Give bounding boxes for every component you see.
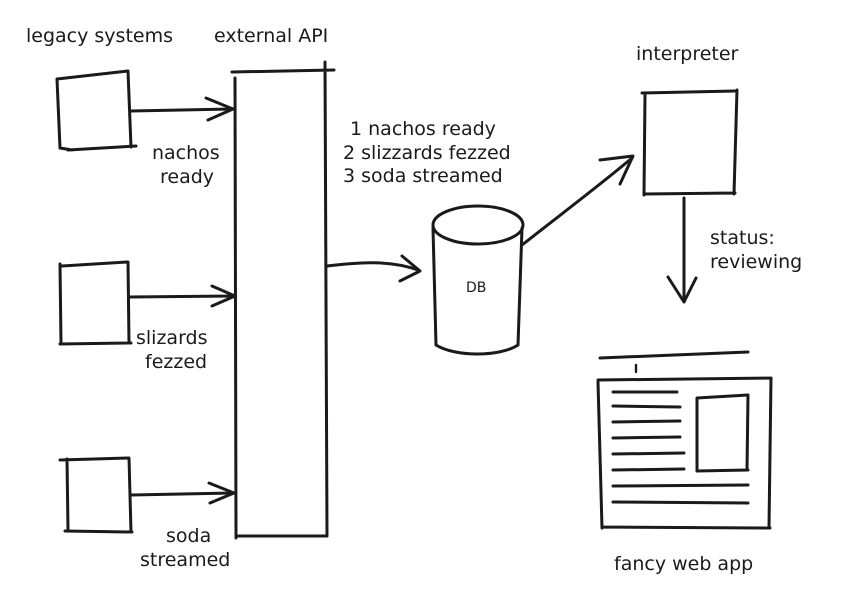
fancy-web-app-label: fancy web app <box>614 553 753 575</box>
queue-item-1: 1 nachos ready <box>350 118 496 140</box>
event-label-soda-1: soda <box>166 525 211 547</box>
event-label-nachos-2: ready <box>160 166 214 188</box>
legacy-systems-label: legacy systems <box>26 25 173 47</box>
external-api-box <box>230 60 336 540</box>
arrow-soda-to-api <box>129 481 236 505</box>
interpreter-label: interpreter <box>636 43 739 65</box>
event-label-slizards-1: slizards <box>136 327 208 349</box>
event-label-slizards-2: fezzed <box>145 351 207 373</box>
queue-item-3: 3 soda streamed <box>343 165 503 187</box>
db-label: DB <box>466 280 486 296</box>
arrow-interpreter-to-app <box>666 196 698 304</box>
legacy-system-box-2 <box>58 260 133 346</box>
legacy-system-box-3 <box>58 456 134 534</box>
arrow-slizards-to-api <box>127 284 237 308</box>
external-api-label: external API <box>214 25 328 47</box>
queue-item-2: 2 slizzards fezzed <box>343 142 511 164</box>
status-label-2: reviewing <box>710 251 802 273</box>
legacy-system-box-1 <box>55 69 138 152</box>
arrow-api-to-db <box>325 254 422 283</box>
interpreter-box <box>640 88 739 197</box>
db-cylinder <box>431 204 525 356</box>
web-app-sketch <box>596 350 773 530</box>
event-label-soda-2: streamed <box>140 549 230 571</box>
arrow-nachos-to-api <box>129 96 235 122</box>
arrow-db-to-interpreter <box>520 154 635 247</box>
status-label-1: status: <box>710 227 775 249</box>
event-label-nachos-1: nachos <box>152 142 220 164</box>
